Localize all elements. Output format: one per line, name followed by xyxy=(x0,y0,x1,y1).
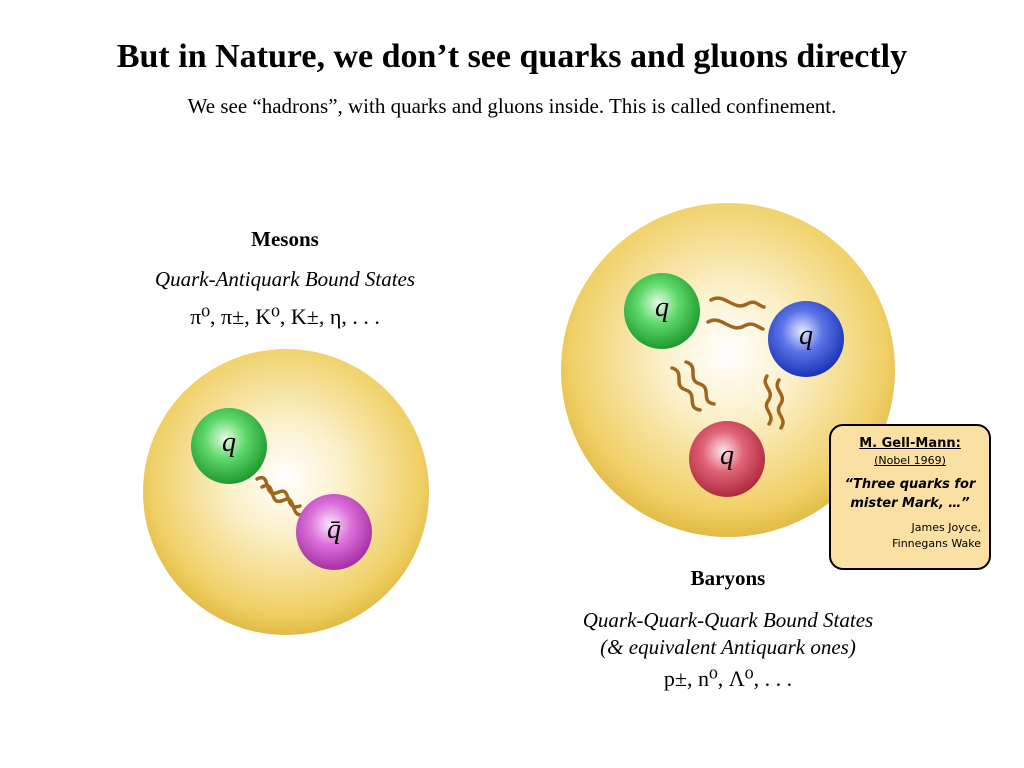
baryon-hadron: q q q xyxy=(561,203,895,537)
quote-line-1: “Three quarks for xyxy=(844,477,976,492)
mesons-heading: Mesons xyxy=(251,227,319,251)
baryon-quark-label-2: q xyxy=(799,320,813,351)
slide-title: But in Nature, we don’t see quarks and g… xyxy=(116,38,908,75)
baryon-gluons xyxy=(670,296,785,430)
quote-name: M. Gell-Mann: xyxy=(859,436,961,451)
baryons-examples: p±, n⁰, Λ⁰, . . . xyxy=(663,666,793,691)
meson-antiquark xyxy=(296,494,372,570)
baryon-quark-green xyxy=(624,273,700,349)
slide-subtitle: We see “hadrons”, with quarks and gluons… xyxy=(187,94,837,118)
gell-mann-quote-box: M. Gell-Mann: (Nobel 1969) “Three quarks… xyxy=(829,424,991,570)
meson-hadron: q q̄ xyxy=(143,349,429,635)
meson-quark-label: q xyxy=(222,427,236,458)
mesons-examples: π⁰, π±, K⁰, K±, η, . . . xyxy=(190,304,380,329)
meson-antiquark-label: q̄ xyxy=(327,514,341,545)
baryon-quark-label-3: q xyxy=(720,440,734,471)
meson-quark xyxy=(191,408,267,484)
quote-author: James Joyce, xyxy=(911,521,982,534)
baryon-quark-blue xyxy=(768,301,844,377)
mesons-description: Quark-Antiquark Bound States xyxy=(154,267,416,291)
quote-source: Finnegans Wake xyxy=(892,537,981,550)
quote-line-2: mister Mark, …” xyxy=(850,496,970,511)
baryon-quark-red xyxy=(689,421,765,497)
baryons-description-line2: (& equivalent Antiquark ones) xyxy=(600,635,856,659)
quote-text: “Three quarks for mister Mark, …” xyxy=(839,475,981,513)
quote-award: (Nobel 1969) xyxy=(874,454,946,467)
baryons-heading: Baryons xyxy=(690,566,766,590)
baryons-description-line1: Quark-Quark-Quark Bound States xyxy=(582,608,874,632)
baryon-quark-label-1: q xyxy=(655,292,669,323)
meson-gluon xyxy=(255,475,307,517)
